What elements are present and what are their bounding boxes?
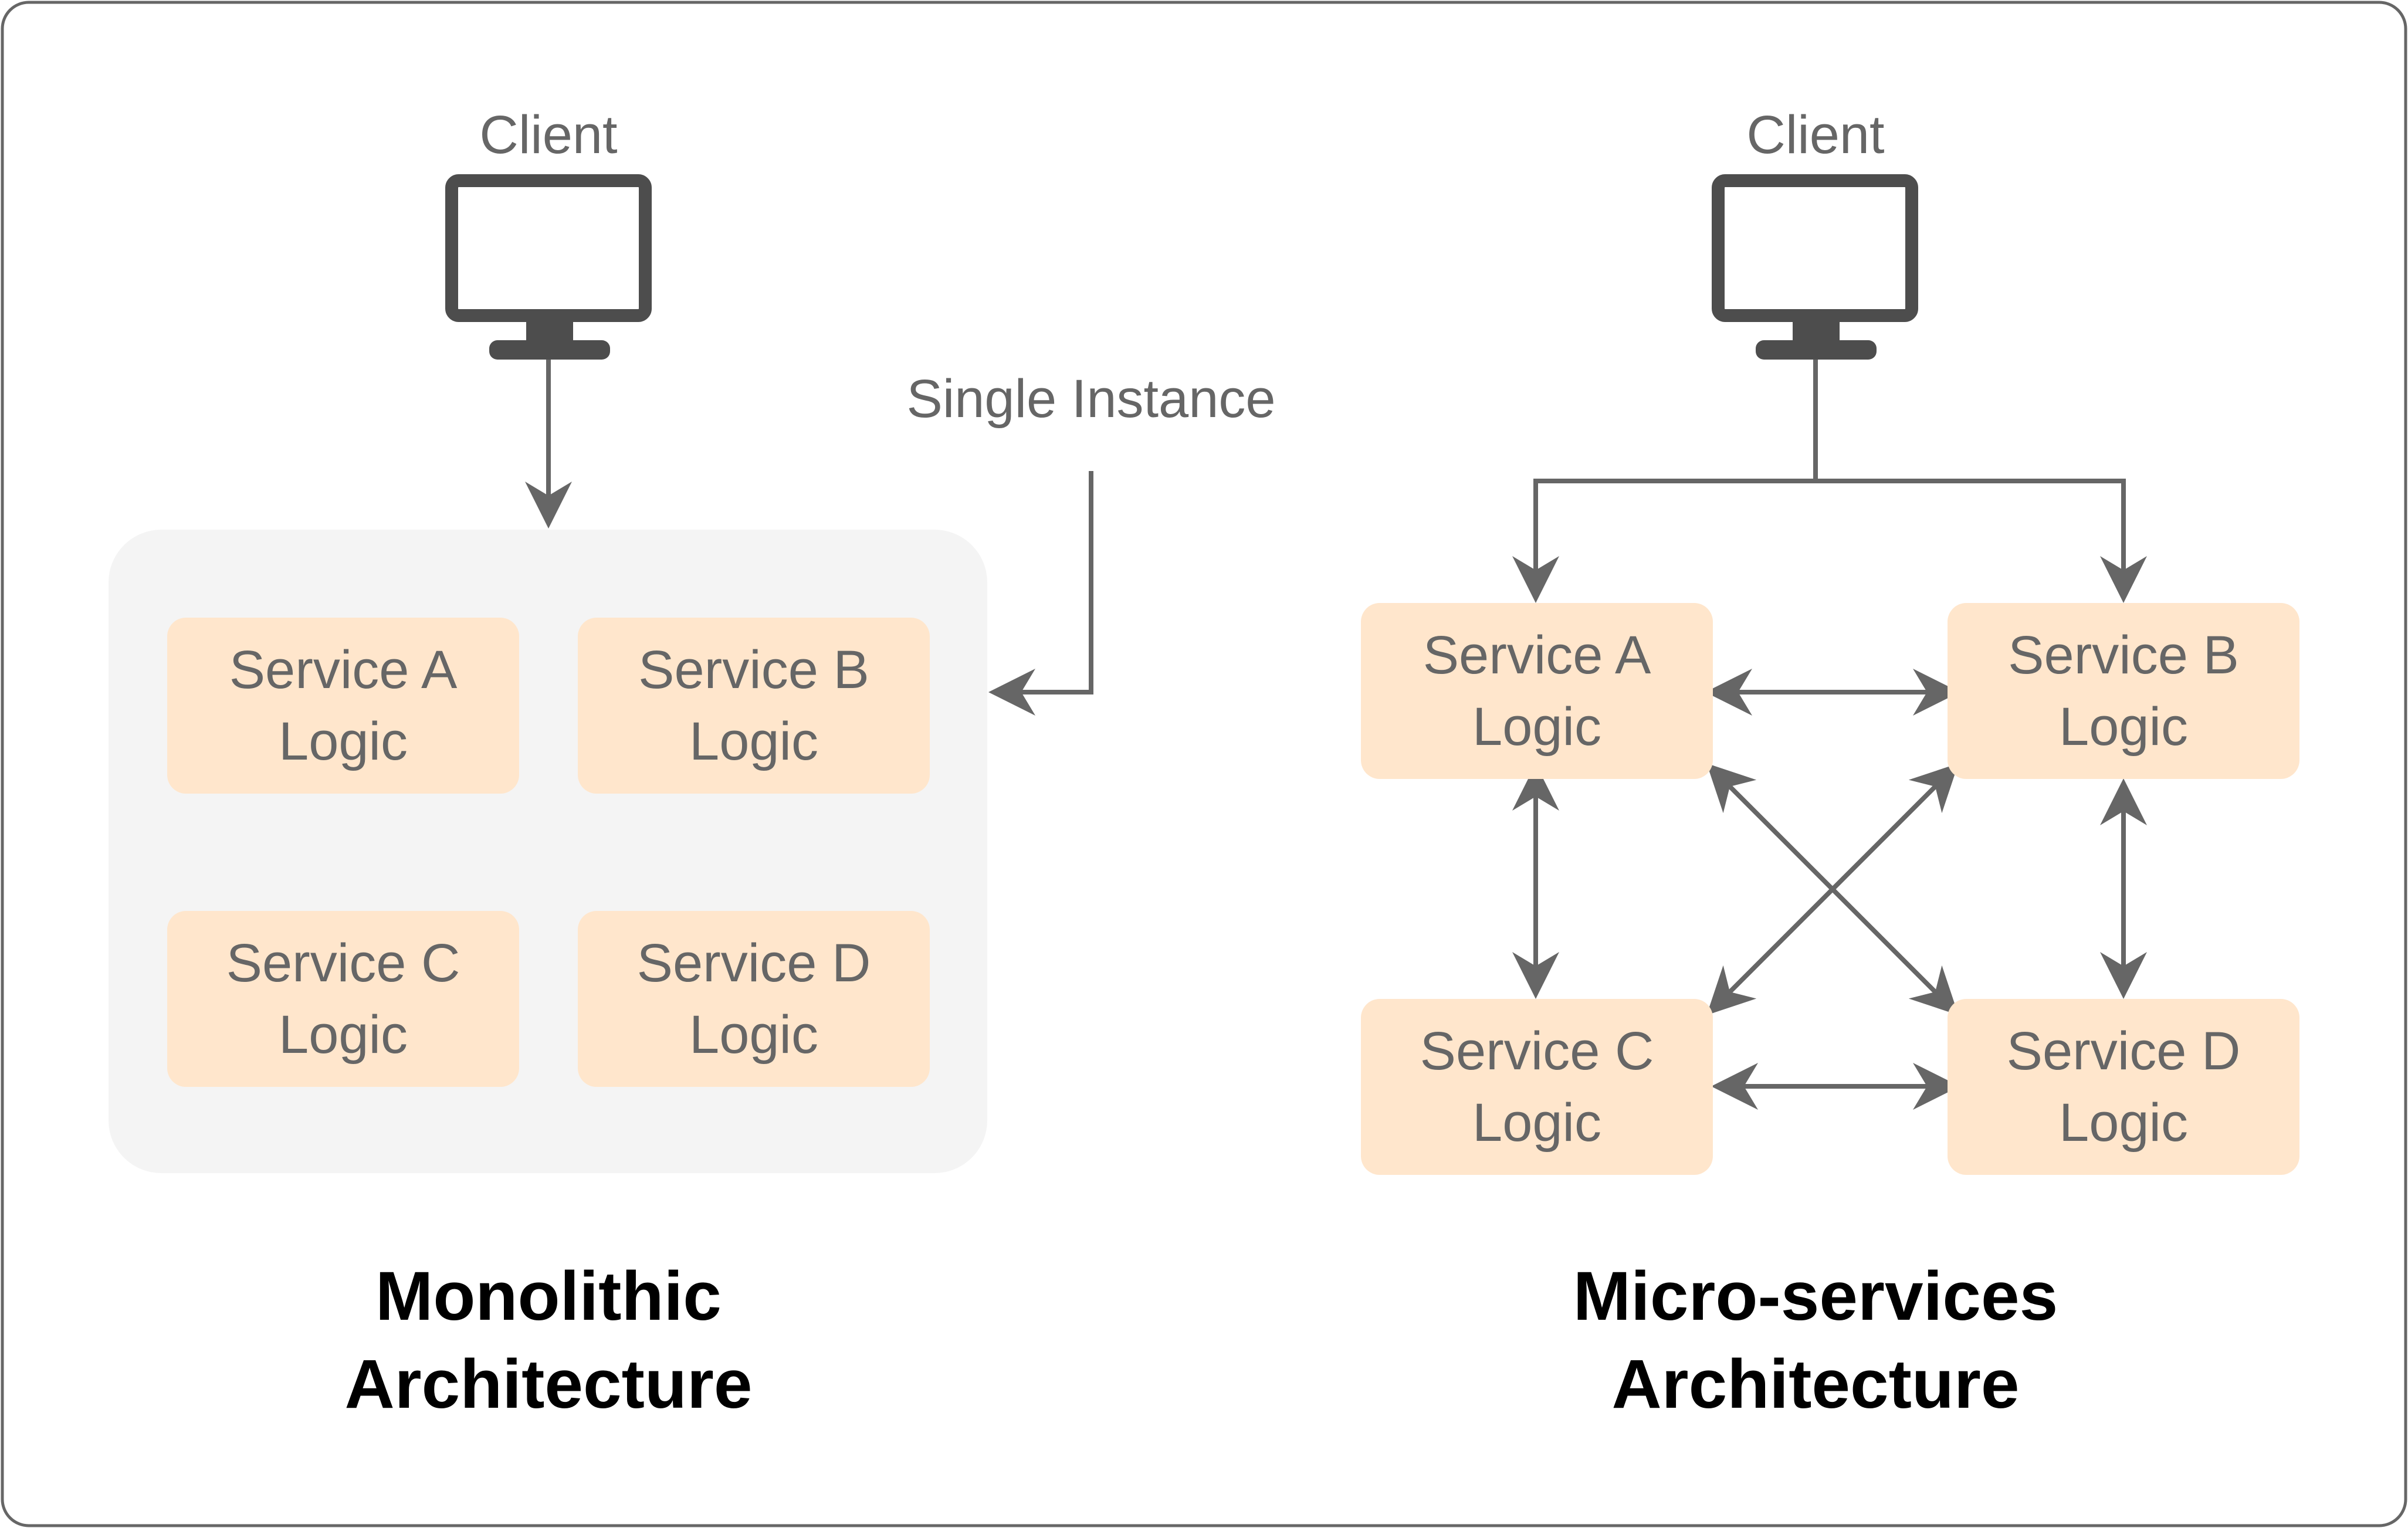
service-sub: Logic: [689, 712, 818, 771]
service-sub: Logic: [279, 712, 408, 771]
service-box: Service C Logic: [1361, 999, 1713, 1175]
service-box: Service A Logic: [167, 618, 519, 794]
service-box: Service B Logic: [1948, 603, 2299, 779]
service-name: Service B: [638, 640, 869, 700]
service-name: Service B: [2008, 625, 2239, 685]
service-name: Service C: [1420, 1021, 1654, 1081]
arrow-client-to-service-a: [1512, 479, 1816, 603]
service-sub: Logic: [2059, 1093, 2188, 1153]
service-box: Service C Logic: [167, 911, 519, 1087]
title-line: Monolithic: [375, 1258, 722, 1335]
single-instance-label: Single Instance: [906, 369, 1276, 429]
client-label: Client: [479, 105, 618, 165]
service-box: Service D Logic: [578, 911, 930, 1087]
service-sub: Logic: [689, 1005, 818, 1065]
service-name: Service A: [1423, 625, 1651, 685]
service-sub: Logic: [1472, 697, 1601, 757]
service-sub: Logic: [2059, 697, 2188, 757]
title-line: Architecture: [344, 1346, 753, 1423]
arrow-single-instance: [988, 471, 1093, 716]
monitor-icon: [1712, 174, 1918, 360]
service-sub: Logic: [1472, 1093, 1601, 1153]
service-name: Service D: [2006, 1021, 2241, 1081]
arrow-b-c: [1706, 763, 1959, 1015]
service-box: Service B Logic: [578, 618, 930, 794]
title-line: Architecture: [1611, 1346, 2020, 1423]
service-box: Service A Logic: [1361, 603, 1713, 779]
client-label: Client: [1746, 105, 1885, 165]
title-line: Micro-services: [1573, 1258, 2058, 1335]
service-name: Service D: [636, 933, 871, 993]
service-name: Service C: [226, 933, 460, 993]
monitor-icon: [445, 174, 652, 360]
service-box: Service D Logic: [1948, 999, 2299, 1175]
microservices-title: Micro-services Architecture: [1573, 1252, 2058, 1428]
service-sub: Logic: [279, 1005, 408, 1065]
service-name: Service A: [229, 640, 458, 700]
arrow-client-to-service-b: [1816, 479, 2147, 603]
monolithic-title: Monolithic Architecture: [344, 1252, 752, 1428]
